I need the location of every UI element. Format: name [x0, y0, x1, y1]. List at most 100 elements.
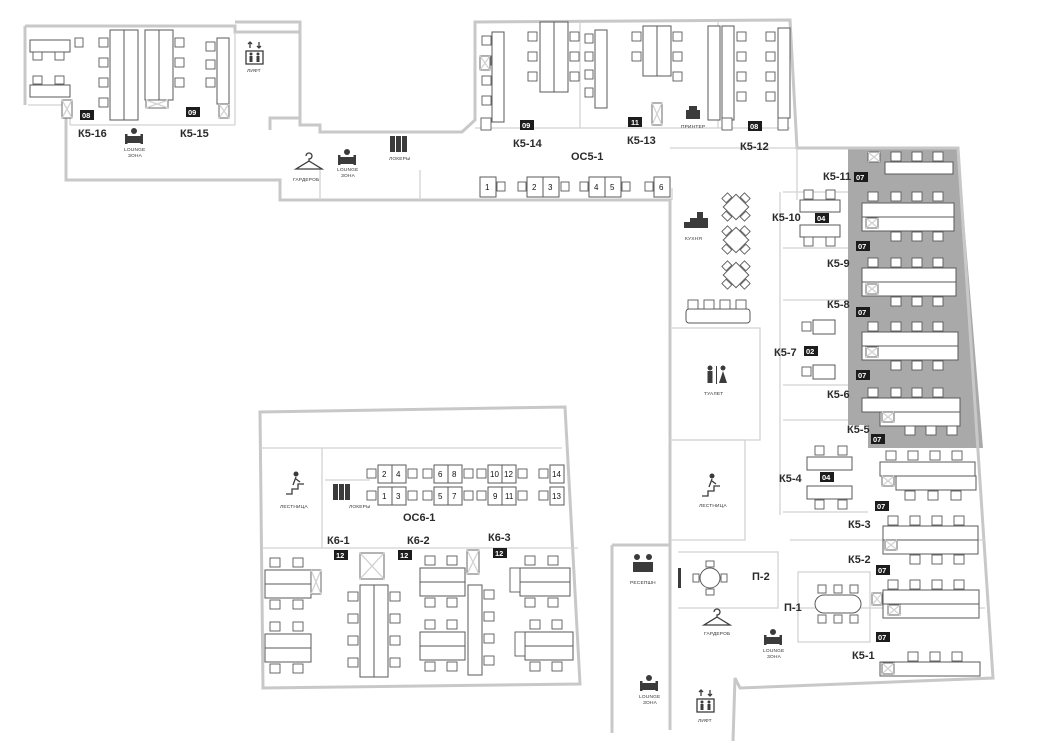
furniture-k5-12	[707, 25, 791, 131]
room-label-k5-1: К5-1	[852, 650, 875, 662]
svg-text:ГАРДЕРОБ: ГАРДЕРОБ	[704, 631, 730, 637]
svg-text:13: 13	[552, 492, 561, 501]
svg-text:ЛИФТ: ЛИФТ	[698, 718, 712, 724]
outer-walls	[23, 18, 995, 741]
svg-text:LOUNGE: LOUNGE	[337, 167, 358, 173]
stairs-icon	[702, 473, 720, 497]
svg-text:ЛОКЕРЫ: ЛОКЕРЫ	[349, 504, 371, 510]
room-label-k5-2: К5-2	[848, 554, 871, 566]
svg-text:10: 10	[490, 470, 499, 479]
room-label-k5-9: К5-9	[827, 258, 850, 270]
room-label-k5-16: К5-16	[78, 128, 107, 140]
seat-badges: 08 09 09 11 08 07 04 07 07 02 07 07 04 0…	[80, 107, 890, 642]
svg-text:07: 07	[858, 308, 866, 317]
room-label-k5-3: К5-3	[848, 519, 871, 531]
furniture-meeting	[678, 560, 862, 624]
room-label-k5-15: К5-15	[180, 128, 209, 140]
furniture-k5-16	[29, 37, 84, 119]
os5-numbers: 1 2 3 4 5 6	[485, 183, 664, 192]
lockers-icon	[390, 136, 407, 152]
svg-text:ЗОНА: ЗОНА	[643, 700, 658, 706]
svg-text:2: 2	[532, 183, 537, 192]
svg-text:09: 09	[188, 108, 196, 117]
svg-text:12: 12	[495, 549, 503, 558]
svg-text:07: 07	[878, 566, 886, 575]
svg-text:6: 6	[659, 183, 664, 192]
printer-icon	[686, 106, 700, 119]
svg-text:04: 04	[817, 214, 826, 223]
lounge-icon	[764, 629, 782, 645]
svg-text:12: 12	[336, 551, 344, 560]
svg-text:1: 1	[485, 183, 490, 192]
svg-text:ЗОНА: ЗОНА	[128, 153, 143, 159]
room-label-p-1: П-1	[784, 602, 802, 614]
svg-text:КУХНЯ: КУХНЯ	[685, 236, 702, 242]
svg-text:7: 7	[452, 492, 457, 501]
svg-text:11: 11	[505, 492, 514, 501]
lift-icon	[696, 689, 715, 713]
furniture-k5-14	[479, 21, 580, 131]
lounge-icon	[640, 675, 658, 691]
room-label-k5-11: К5-11	[823, 171, 851, 183]
svg-text:2: 2	[382, 470, 387, 479]
hanger-icon	[701, 608, 733, 626]
svg-text:ЗОНА: ЗОНА	[767, 654, 782, 660]
svg-text:ЗОНА: ЗОНА	[341, 173, 356, 179]
room-label-k5-14: К5-14	[513, 138, 543, 150]
furniture-k5-15	[98, 29, 230, 121]
svg-text:07: 07	[877, 502, 885, 511]
svg-text:12: 12	[504, 470, 513, 479]
svg-text:ЛЕСТНИЦА: ЛЕСТНИЦА	[699, 503, 727, 509]
svg-text:07: 07	[878, 633, 886, 642]
room-label-k5-10: К5-10	[772, 212, 801, 224]
furniture-kitchen	[685, 192, 751, 324]
svg-text:5: 5	[438, 492, 443, 501]
stairs-icon	[286, 471, 304, 495]
svg-text:ЛЕСТНИЦА: ЛЕСТНИЦА	[280, 504, 308, 510]
lift-icon	[245, 41, 264, 65]
room-label-k5-4: К5-4	[779, 473, 802, 485]
lounge-icon	[338, 149, 356, 165]
svg-text:08: 08	[82, 111, 90, 120]
room-label-k5-12: К5-12	[740, 141, 769, 153]
furniture-os5-1	[479, 176, 671, 198]
room-label-os5-1: ОС5-1	[571, 151, 603, 163]
svg-text:07: 07	[858, 371, 866, 380]
room-label-p-2: П-2	[752, 571, 770, 583]
hanger-icon	[293, 152, 325, 170]
svg-text:ЛОКЕРЫ: ЛОКЕРЫ	[389, 156, 411, 162]
toilet-icon	[707, 365, 727, 384]
svg-text:ПРИНТЕР: ПРИНТЕР	[681, 124, 705, 130]
svg-text:02: 02	[806, 347, 814, 356]
room-label-k5-6: К5-6	[827, 389, 850, 401]
svg-text:ТУАЛЕТ: ТУАЛЕТ	[704, 391, 723, 397]
os6-numbers: 2 4 6 8 10 12 14 1 3 5 7 9 11 13	[382, 470, 561, 501]
furniture-os6-1	[366, 464, 565, 506]
svg-text:04: 04	[822, 473, 831, 482]
furniture-k5-lower	[871, 461, 981, 677]
lounge-icon	[125, 128, 143, 144]
svg-text:9: 9	[493, 492, 498, 501]
facility-labels: ЛИФТ ЛИФТ LOUNGE ЗОНА LOUNGE ЗОНА LOUNGE…	[124, 68, 784, 724]
svg-text:LOUNGE: LOUNGE	[639, 694, 660, 700]
furniture-k5-13	[584, 25, 683, 126]
svg-text:07: 07	[856, 173, 864, 182]
room-label-k6-3: К6-3	[488, 532, 511, 544]
room-label-k5-8: К5-8	[827, 299, 850, 311]
room-label-k5-7: К5-7	[774, 347, 797, 359]
svg-text:LOUNGE: LOUNGE	[763, 648, 784, 654]
furniture-small-rooms	[799, 189, 853, 510]
room-label-k5-5: К5-5	[847, 424, 870, 436]
svg-text:07: 07	[873, 435, 881, 444]
svg-text:3: 3	[548, 183, 553, 192]
svg-text:4: 4	[396, 470, 401, 479]
svg-text:8: 8	[452, 470, 457, 479]
room-label-k6-1: К6-1	[327, 535, 350, 547]
furniture-highlighted	[861, 151, 963, 461]
svg-text:08: 08	[750, 122, 758, 131]
svg-text:3: 3	[396, 492, 401, 501]
svg-text:12: 12	[400, 551, 408, 560]
svg-text:ГАРДЕРОБ: ГАРДЕРОБ	[293, 177, 319, 183]
svg-text:09: 09	[522, 121, 530, 130]
room-label-k6-2: К6-2	[407, 535, 430, 547]
